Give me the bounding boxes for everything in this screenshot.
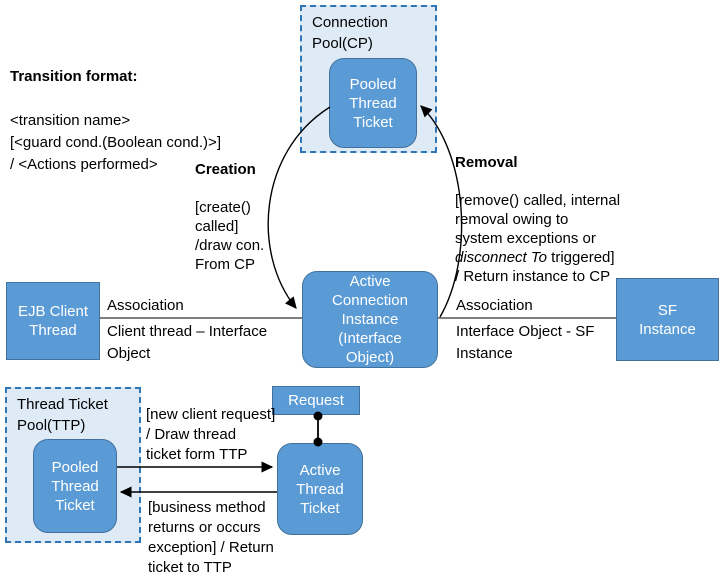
removal-body-italic: disconnect To: [455, 249, 548, 266]
node-active-thread-ticket: Active Thread Ticket: [277, 443, 363, 535]
node-active-connection-instance: Active Connection Instance (Interface Ob…: [302, 271, 438, 368]
association-left-detail: Client thread – Interface Object: [107, 323, 268, 362]
node-pooled-thread-ticket-cp: Pooled Thread Ticket: [329, 58, 417, 148]
thread-ticket-pool-label: Thread Ticket Pool(TTP): [17, 396, 108, 434]
transition-format-note: Transition format: <transition name> [<g…: [10, 44, 221, 198]
node-sf-instance: SF Instance: [616, 278, 719, 361]
return-ticket-transition-label: [business method returns or occurs excep…: [148, 499, 274, 574]
association-left-name: Association: [107, 297, 184, 314]
node-ejb-client-thread: EJB Client Thread: [6, 282, 100, 360]
transition-format-title: Transition format:: [10, 68, 138, 85]
creation-body: [create() called] /draw con. From CP: [195, 199, 265, 273]
draw-ticket-transition-label: [new client request] / Draw thread ticke…: [146, 406, 276, 463]
removal-body: [remove() called, internal removal owing…: [455, 191, 620, 286]
association-right-detail: Interface Object - SF Instance: [456, 323, 595, 362]
association-right-name: Association: [456, 297, 533, 314]
removal-title: Removal: [455, 154, 518, 171]
removal-body-post: triggered] / Return instance to CP: [455, 249, 615, 285]
removal-transition-label: Removal [remove() called, internal remov…: [455, 134, 620, 305]
node-pooled-thread-ticket-ttp: Pooled Thread Ticket: [33, 439, 117, 533]
node-request: Request: [272, 386, 360, 415]
removal-body-pre: [remove() called, internal removal owing…: [455, 192, 621, 247]
creation-title: Creation: [195, 161, 256, 178]
connection-pool-label: Connection Pool(CP): [312, 14, 388, 52]
creation-transition-label: Creation [create() called] /draw con. Fr…: [195, 141, 264, 293]
transition-format-body: <transition name> [<guard cond.(Boolean …: [10, 112, 221, 173]
